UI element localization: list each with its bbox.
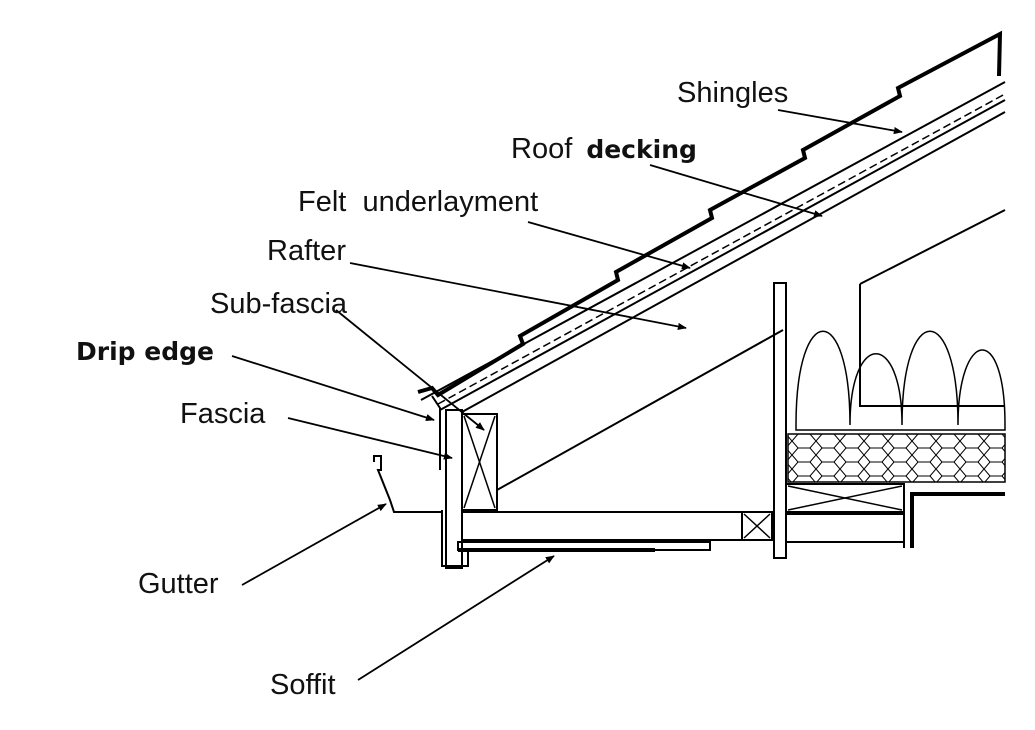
fascia-board (445, 409, 463, 569)
roof-decking-line (439, 99, 1006, 411)
leader-soffit (357, 555, 555, 681)
ceiling-slope-line (859, 209, 1006, 285)
baffle-line (859, 284, 1005, 407)
sub-fascia-cross-2 (463, 415, 496, 509)
ceiling-joist (461, 511, 773, 541)
label-roof-decking: Roof decking (511, 133, 697, 165)
ceiling-drywall (910, 492, 1005, 548)
leader-fascia (287, 417, 453, 460)
leader-roof-decking (649, 164, 823, 218)
leader-felt-underlayment (527, 221, 691, 270)
fascia-wrap (441, 510, 469, 567)
insulation-batts (795, 330, 1006, 431)
shingles-shape (417, 30, 1003, 398)
label-fascia: Fascia (180, 398, 266, 430)
joist-end-cross-2 (743, 513, 771, 539)
label-sub-fascia: Sub-fascia (210, 288, 348, 320)
soffit-assembly (457, 511, 773, 552)
label-soffit: Soffit (270, 669, 336, 701)
label-rafter: Rafter (267, 235, 346, 267)
label-roof-decking-bold: decking (586, 135, 697, 164)
leader-gutter (241, 503, 387, 586)
label-gutter: Gutter (138, 568, 219, 600)
drip-edge-shape (431, 395, 441, 470)
shingles-underside (420, 81, 1006, 401)
label-shingles: Shingles (677, 77, 788, 109)
plate-cross-2 (787, 485, 903, 511)
leader-sub-fascia (335, 309, 485, 431)
rafter-top-line (461, 111, 1006, 413)
leader-shingles (777, 109, 903, 135)
eave-trim (431, 395, 498, 569)
rafter-bottom-line (496, 329, 784, 491)
leader-lines (231, 109, 903, 681)
label-roof-decking-regular: Roof (511, 133, 573, 165)
sub-fascia-block (461, 413, 498, 511)
insulation-assembly (787, 284, 1006, 483)
joist-end-block (741, 511, 773, 541)
wall-top-plate (773, 282, 787, 559)
labels: Shingles Roof decking Felt underlayment … (76, 77, 788, 701)
second-plate-block (785, 513, 905, 543)
label-felt-underlayment: Felt underlayment (298, 186, 538, 218)
insulation-loose-fill (787, 433, 1006, 483)
gutter-shape-group (373, 455, 443, 513)
wall-assembly (773, 282, 1005, 559)
gutter-shape (373, 455, 443, 513)
leader-rafter (349, 262, 687, 330)
leader-drip-edge (231, 355, 435, 421)
roof-assembly (417, 30, 1006, 491)
label-drip-edge: Drip edge (76, 337, 214, 366)
